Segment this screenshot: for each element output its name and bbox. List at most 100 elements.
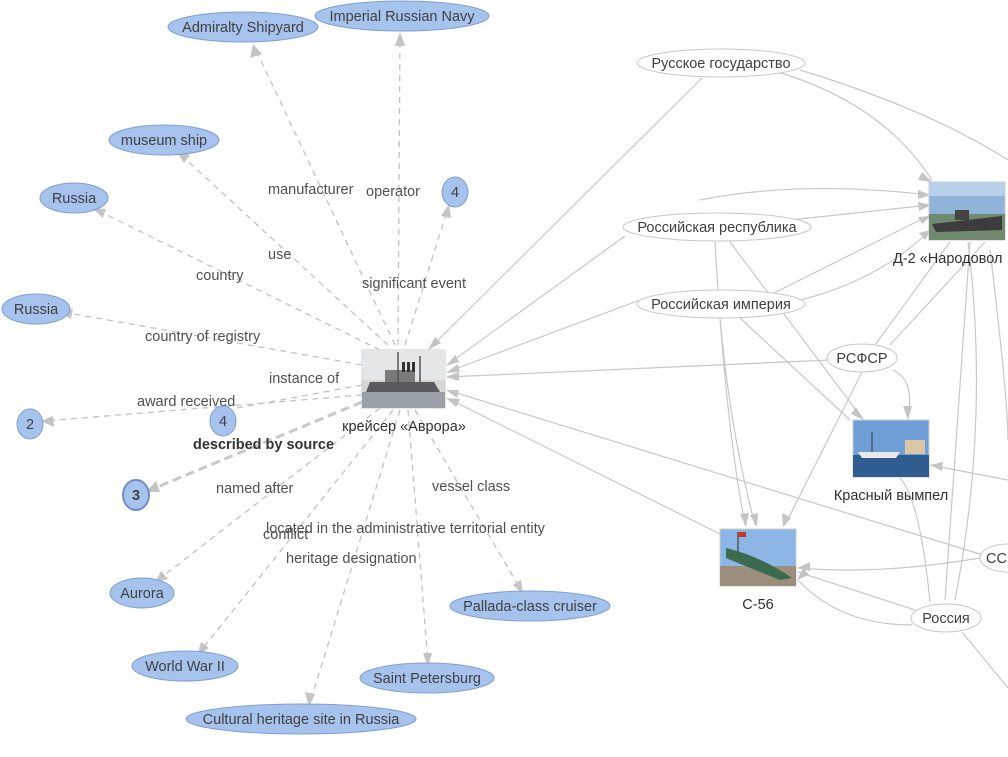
edge [714, 241, 746, 526]
node-russia-registry[interactable]: Russia [1, 293, 71, 325]
arrowhead [305, 692, 315, 707]
node-label: крейсер «Аврора» [342, 419, 466, 435]
arrowhead [740, 513, 749, 527]
edge [989, 249, 1008, 441]
node-museum-ship[interactable]: museum ship [108, 124, 220, 156]
arrowhead [930, 462, 943, 471]
edge-operator [397, 35, 401, 346]
arrowhead [92, 208, 106, 218]
node-count-2[interactable]: 2 [16, 408, 44, 440]
arrowhead [750, 513, 758, 527]
arrowhead [395, 32, 405, 46]
edge-instance-of [236, 384, 363, 409]
edge [769, 214, 931, 296]
node-label: 4 [219, 414, 227, 430]
node-rossiyskaya-imperiya[interactable]: Российская империя [636, 289, 806, 319]
edge [929, 464, 1008, 481]
edge-heritage-designation [309, 409, 401, 704]
edge-vessel-class [414, 409, 522, 591]
node-count-4-mid[interactable]: 4 [209, 405, 237, 437]
node-saint-petersburg[interactable]: Saint Petersburg [359, 662, 495, 694]
ship-funnel [402, 362, 405, 372]
edge-label-located-in: located in the administrative territoria… [266, 521, 546, 537]
node-label: С-56 [742, 597, 773, 613]
node-d2-narodovolets[interactable]: Д-2 «Народовол [893, 181, 1006, 267]
edge [446, 359, 831, 378]
node-label: Российская республика [637, 220, 797, 236]
edge [446, 299, 641, 373]
node-ss[interactable]: СС [979, 543, 1008, 573]
edge [699, 187, 931, 201]
arrowhead [446, 364, 460, 373]
edge-label-country: country [196, 268, 244, 284]
edge [427, 77, 703, 351]
node-cultural-heritage-site[interactable]: Cultural heritage site in Russia [185, 703, 417, 735]
node-world-war-ii[interactable]: World War II [131, 650, 239, 682]
ship-funnel [407, 362, 410, 372]
edge [446, 397, 723, 536]
ship-hull [366, 382, 440, 392]
node-count-4-top[interactable]: 4 [441, 176, 469, 208]
arrowhead [918, 202, 931, 211]
thumb-sky [929, 182, 1005, 196]
edge [719, 317, 756, 526]
node-krasny-vympel[interactable]: Красный вымпел [834, 419, 948, 504]
edge-labels: manufacturer operator use country signif… [137, 182, 546, 567]
edge-conflict [199, 409, 394, 653]
submarine-hull [726, 548, 792, 580]
node-rossiyskaya-respublika[interactable]: Российская республика [622, 212, 812, 242]
edge [789, 204, 931, 221]
edge-label-manufacturer: manufacturer [268, 182, 354, 198]
edge-significant-event [404, 207, 449, 346]
edge [799, 69, 1008, 161]
node-rsfsr[interactable]: РСФСР [826, 343, 898, 373]
node-russkoe-gosudarstvo[interactable]: Русское государство [636, 48, 806, 78]
node-s56[interactable]: С-56 [719, 528, 797, 613]
node-admiralty-shipyard[interactable]: Admiralty Shipyard [167, 11, 319, 43]
arrowhead [446, 390, 459, 398]
arrowhead [423, 653, 432, 667]
arrowhead [919, 230, 931, 240]
node-label: Pallada-class cruiser [463, 599, 597, 615]
edge-described-by-source [149, 400, 363, 492]
node-rossiya[interactable]: Россия [910, 603, 982, 633]
node-label: Российская империя [651, 297, 791, 313]
arrowhead [513, 580, 523, 594]
edge-use [179, 153, 389, 346]
edge [739, 317, 851, 421]
edge [797, 557, 981, 571]
node-count-3[interactable]: 3 [122, 479, 150, 511]
node-label: 3 [132, 488, 140, 504]
node-kreyser-avrora[interactable]: крейсер «Аврора» [342, 349, 466, 435]
arrowhead [446, 398, 460, 407]
node-pallada-class-cruiser[interactable]: Pallada-class cruiser [449, 590, 611, 622]
edge [899, 477, 931, 603]
node-label: 4 [451, 185, 459, 201]
edge-named-after [157, 407, 381, 581]
edge-label-vessel-class: vessel class [432, 479, 510, 495]
edge [944, 241, 971, 601]
thumb-building [905, 440, 925, 454]
node-label: Admiralty Shipyard [182, 20, 304, 36]
arrowhead [250, 44, 262, 58]
edge [797, 571, 916, 611]
edge-label-named-after: named after [216, 481, 294, 497]
arrowhead [918, 172, 932, 182]
edge-label-use: use [268, 247, 291, 263]
arrowhead [851, 407, 864, 420]
ship-hull [858, 452, 900, 458]
edge [446, 389, 984, 556]
edge-label-conflict: conflict [263, 527, 308, 543]
node-label: СС [986, 551, 1007, 567]
thumb-water [853, 455, 929, 477]
arrowhead [918, 216, 931, 224]
node-label: Россия [922, 611, 970, 627]
node-imperial-russian-navy[interactable]: Imperial Russian Navy [314, 0, 490, 32]
node-label: Русское государство [651, 56, 790, 72]
arrowhead [446, 372, 459, 381]
arrowhead [41, 416, 54, 427]
node-aurora[interactable]: Aurora [109, 577, 175, 609]
node-russia-country[interactable]: Russia [39, 182, 109, 214]
